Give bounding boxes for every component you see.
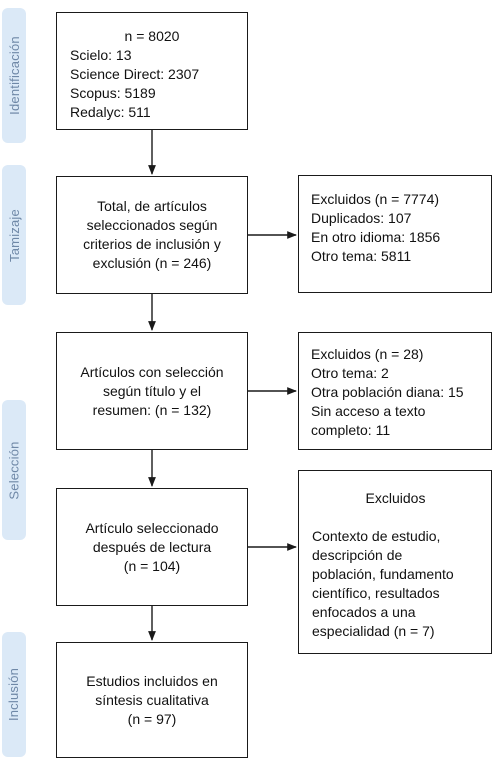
excluded-box-1: Excluidos (n = 7774) Duplicados: 107 En … <box>298 175 492 293</box>
excluded-2-full-text: completo: 11 <box>311 422 391 438</box>
excluded-1-language: En otro idioma: 1856 <box>311 229 441 245</box>
full-text-box: Artículo seleccionado después de lectura… <box>56 488 248 606</box>
excluded-3-title: Excluidos <box>365 490 426 506</box>
title-abstract-line-3: resumen: (n = 132) <box>92 401 212 418</box>
identification-scielo: Scielo: 13 <box>70 47 132 63</box>
excluded-2-other-topic: Otro tema: 2 <box>311 365 389 381</box>
excluded-3-line-1: Contexto de estudio, <box>312 528 441 544</box>
title-abstract-line-2: según título y el <box>102 382 202 399</box>
screening-line-4: exclusión (n = 246) <box>92 255 212 271</box>
identification-total: n = 8020 <box>124 28 180 44</box>
excluded-1-other-topic: Otro tema: 5811 <box>311 248 412 264</box>
excluded-3-line-5: enfocados a una <box>312 604 416 620</box>
excluded-3-line-3: población, fundamento <box>312 566 454 582</box>
excluded-box-2: Excluidos (n = 28) Otro tema: 2 Otra pob… <box>298 332 492 450</box>
excluded-3-line-4: científico, resultados <box>312 585 440 601</box>
identification-science-direct: Science Direct: 2307 <box>70 66 200 82</box>
included-line-1: Estudios incluidos en <box>86 672 218 689</box>
excluded-3-line-6: especialidad (n = 7) <box>312 623 435 639</box>
excluded-box-3: Excluidos Contexto de estudio, descripci… <box>298 470 492 654</box>
title-abstract-line-1: Artículos con selección <box>80 363 224 380</box>
identification-scopus: Scopus: 5189 <box>70 85 156 101</box>
title-abstract-box: Artículos con selección según título y e… <box>56 332 248 450</box>
excluded-3-line-2: descripción de <box>312 547 403 563</box>
phase-label-tamizaje: Tamizaje <box>2 165 26 305</box>
full-text-line-2: después de lectura <box>92 538 212 555</box>
phase-label-identificacion: Identificación <box>2 8 26 143</box>
excluded-2-other-population: Otra población diana: 15 <box>311 384 464 400</box>
identification-redalyc: Redalyc: 511 <box>70 104 151 120</box>
identification-box: n = 8020 Scielo: 13 Science Direct: 2307… <box>56 12 248 130</box>
excluded-1-duplicates: Duplicados: 107 <box>311 210 412 226</box>
excluded-2-total: Excluidos (n = 28) <box>311 346 424 362</box>
phase-label-inclusion: Inclusión <box>2 632 26 757</box>
included-box: Estudios incluidos en síntesis cualitati… <box>56 642 248 758</box>
included-line-2: síntesis cualitativa <box>95 691 209 708</box>
full-text-line-1: Artículo seleccionado <box>85 519 219 536</box>
phase-label-seleccion: Selección <box>2 400 26 540</box>
screening-box: Total, de artículos seleccionados según … <box>56 176 248 294</box>
included-line-3: (n = 97) <box>127 710 177 727</box>
excluded-2-no-access: Sin acceso a texto <box>311 403 426 419</box>
excluded-1-total: Excluidos (n = 7774) <box>311 191 440 207</box>
screening-line-1: Total, de artículos <box>97 198 207 214</box>
screening-line-2: seleccionados según <box>86 217 218 233</box>
screening-line-3: criterios de inclusión y <box>83 236 221 252</box>
full-text-line-3: (n = 104) <box>123 557 181 574</box>
